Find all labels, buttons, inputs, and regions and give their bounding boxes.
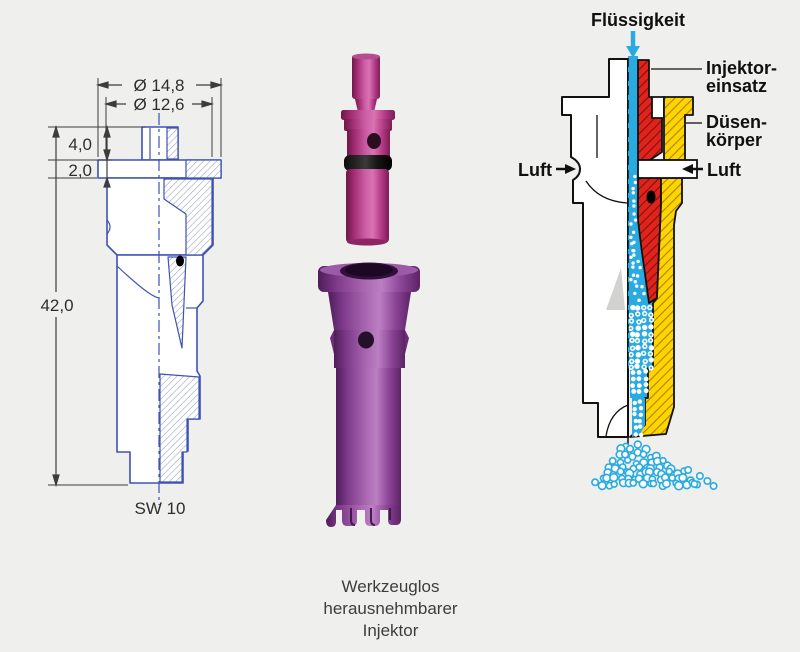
internal-lines <box>106 128 197 309</box>
label-insert-line1: Injektor- <box>706 58 777 78</box>
body-internal-lines <box>585 115 629 437</box>
label-air-right: Luft <box>707 160 741 180</box>
cross-section-diagram: Flüssigkeit Injektor- einsatz Düsen- kör… <box>518 10 777 491</box>
label-body-line2: körper <box>706 130 762 150</box>
caption-line-3: Injektor <box>362 621 419 640</box>
caption-line-2: herausnehmbarer <box>323 599 458 618</box>
spray-droplets <box>591 440 718 491</box>
label-air-left: Luft <box>518 160 552 180</box>
dim-shoulder-height: 4,0 <box>68 135 92 154</box>
label-body-line1: Düsen- <box>706 112 767 132</box>
dim-total-length: 42,0 <box>40 296 73 315</box>
photo-caption: Werkzeuglos herausnehmbarer Injektor <box>288 576 493 642</box>
section-hatching <box>159 127 222 483</box>
air-arrows <box>556 164 703 174</box>
dim-outer-diameter: Ø 14,8 <box>133 76 184 95</box>
dimension-lines <box>48 78 224 488</box>
injector-hole-dot <box>646 190 656 204</box>
label-insert-line2: einsatz <box>706 76 767 96</box>
wrench-size-label: SW 10 <box>134 499 185 518</box>
injector-insert-photo <box>341 53 395 246</box>
left-technical-drawing: Ø 14,8 Ø 12,6 4,0 2,0 42,0 SW 10 <box>40 76 224 518</box>
liquid-arrow <box>626 31 640 58</box>
spray-hole-dot <box>176 255 184 267</box>
dim-inner-diameter: Ø 12,6 <box>133 95 184 114</box>
body-white-half <box>561 58 629 438</box>
watermark-triangle <box>606 268 625 310</box>
bubble-dots <box>628 174 655 438</box>
label-liquid: Flüssigkeit <box>591 10 685 30</box>
product-photo <box>318 53 420 527</box>
caption-line-1: Werkzeuglos <box>341 577 440 596</box>
dim-flange-thickness: 2,0 <box>68 161 92 180</box>
leader-lines <box>651 68 702 124</box>
nozzle-body-photo <box>318 262 420 527</box>
